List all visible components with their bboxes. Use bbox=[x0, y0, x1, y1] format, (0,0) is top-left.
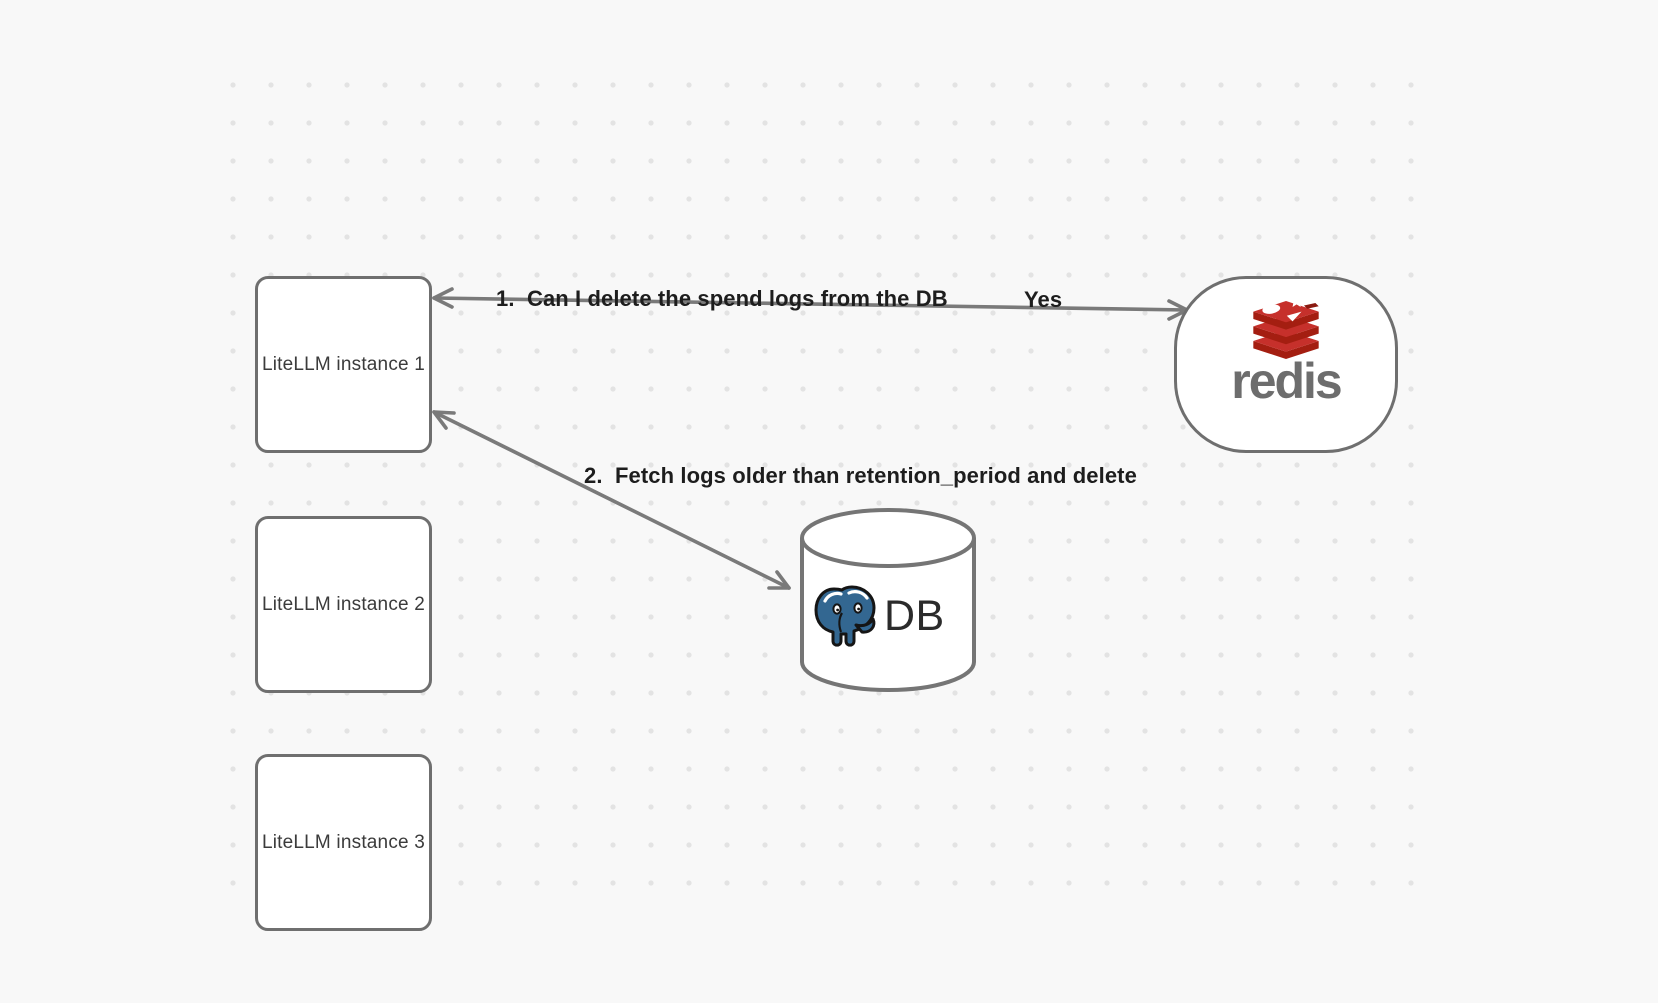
node-redis: redis bbox=[1174, 276, 1398, 453]
edge-2-label: 2. Fetch logs older than retention_perio… bbox=[584, 463, 1137, 488]
node-litellm-instance-1: LiteLLM instance 1 bbox=[255, 276, 432, 453]
node-litellm-instance-3: LiteLLM instance 3 bbox=[255, 754, 432, 931]
edge-2-arrowhead-bottom bbox=[767, 570, 791, 590]
litellm-instance-2-label: LiteLLM instance 2 bbox=[261, 593, 426, 615]
edge-1-label: 1. Can I delete the spend logs from the … bbox=[496, 286, 948, 311]
redis-wordmark: redis bbox=[1231, 353, 1343, 409]
edge-1-arrowhead-left bbox=[432, 287, 454, 309]
edge-2-arrow bbox=[432, 410, 791, 590]
redis-logo-icon bbox=[1253, 294, 1319, 359]
edge-1-response-label: Yes bbox=[1024, 287, 1063, 312]
db-cylinder-shape bbox=[800, 508, 976, 692]
postgres-elephant-icon bbox=[814, 585, 876, 647]
db-label: DB bbox=[884, 592, 945, 640]
edge-2-arrowhead-top bbox=[432, 410, 456, 430]
litellm-instance-1-label: LiteLLM instance 1 bbox=[261, 353, 426, 375]
litellm-instance-3-label: LiteLLM instance 3 bbox=[261, 831, 426, 853]
node-db: DB bbox=[796, 502, 980, 698]
node-litellm-instance-2: LiteLLM instance 2 bbox=[255, 516, 432, 693]
